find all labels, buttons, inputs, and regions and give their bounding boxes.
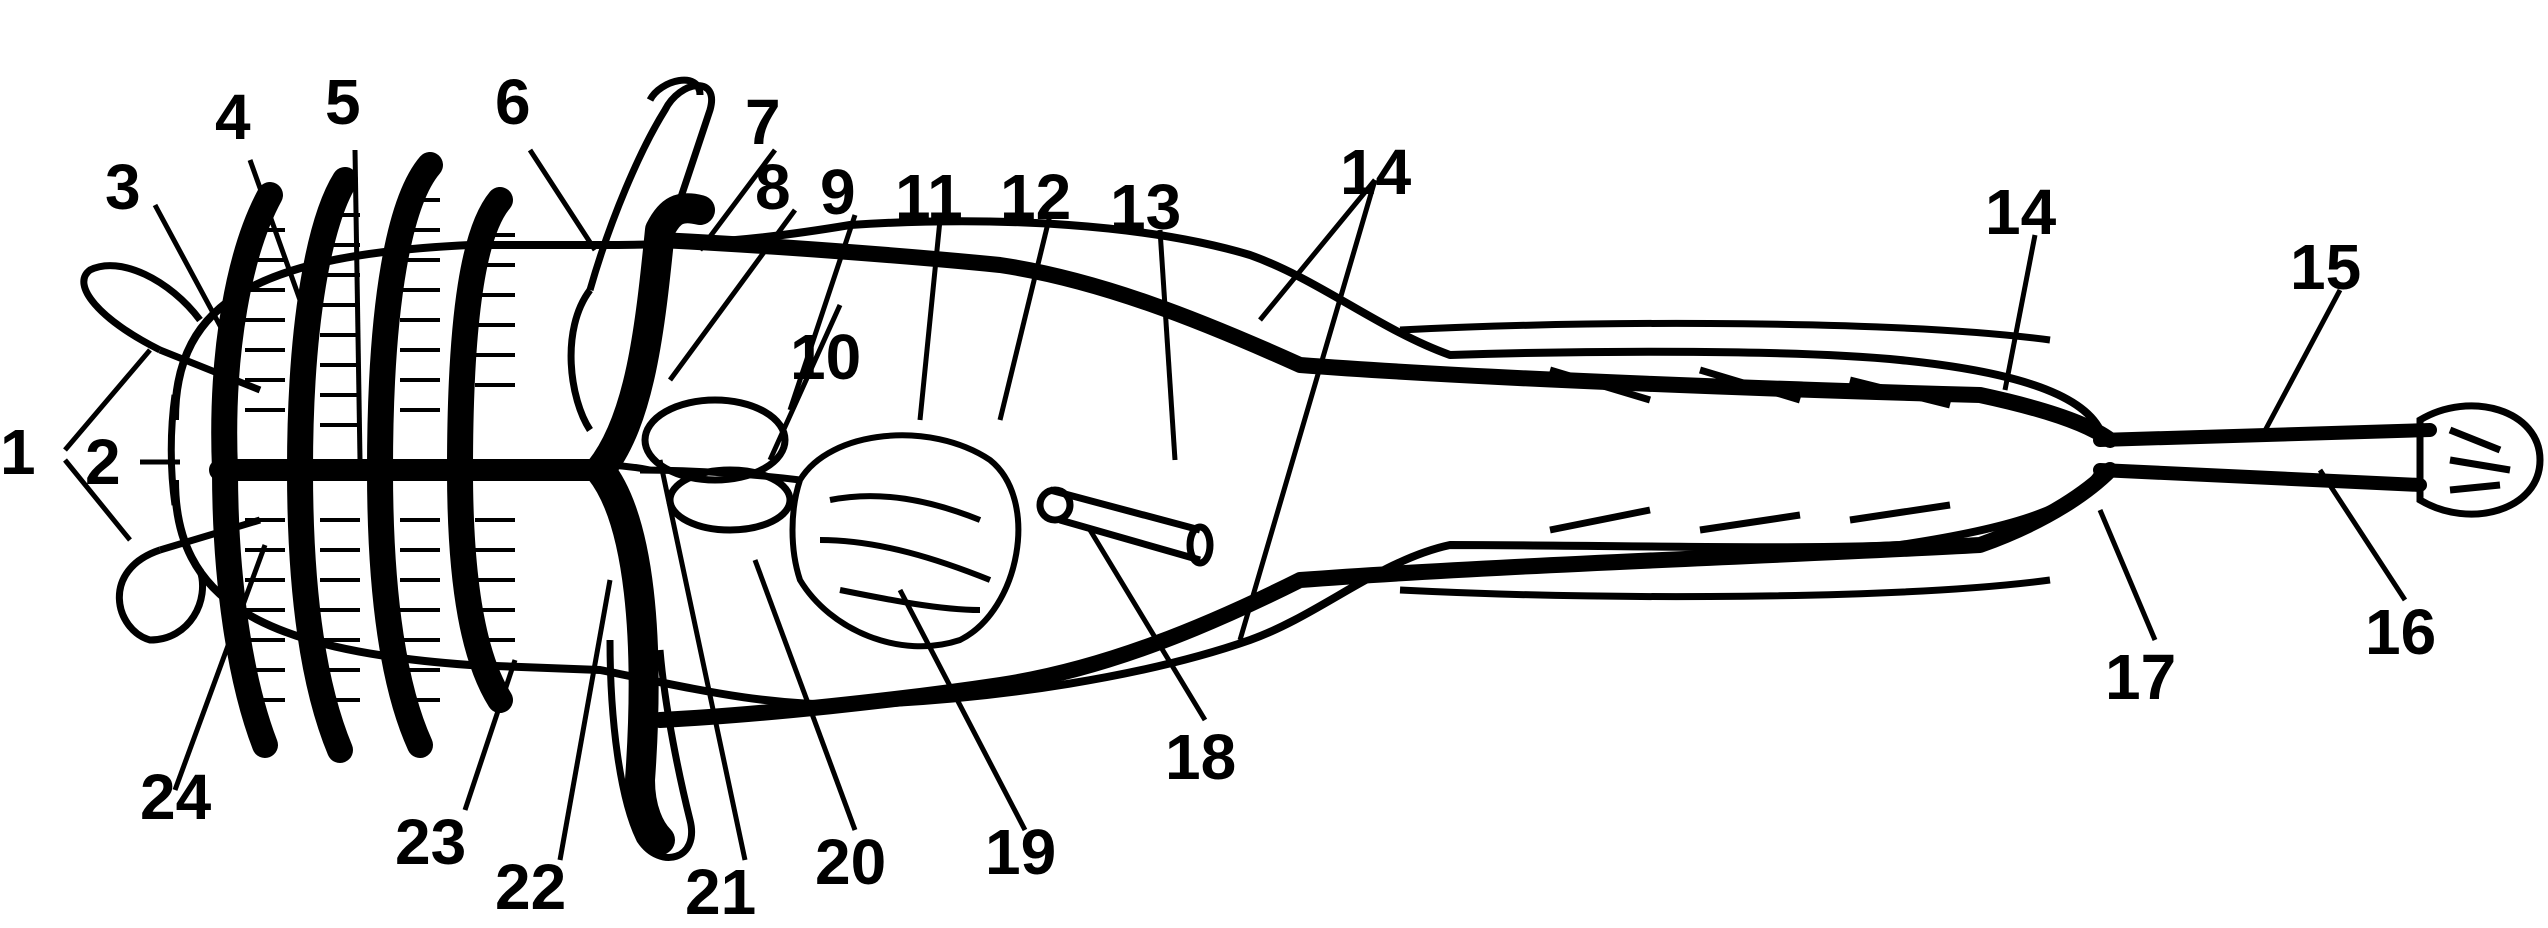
- label-16: 16: [2365, 596, 2437, 668]
- head-structures: [80, 262, 262, 644]
- label-2: 2: [85, 426, 121, 498]
- lower-appendage: [606, 639, 696, 861]
- label-19: 19: [985, 816, 1057, 888]
- label-13: 13: [1110, 171, 1182, 243]
- label-24: 24: [140, 761, 212, 833]
- label-4: 4: [215, 81, 251, 153]
- gill-arches-upper: [211, 152, 513, 483]
- label-6: 6: [495, 66, 531, 138]
- label-9: 9: [820, 156, 856, 228]
- label-21: 21: [685, 856, 757, 928]
- label-20: 20: [815, 826, 887, 898]
- label-22: 22: [495, 851, 567, 923]
- label-14-center: 14: [1340, 136, 1412, 208]
- label-18: 18: [1165, 721, 1237, 793]
- label-12: 12: [1000, 161, 1072, 233]
- leader-lines: [63, 148, 2408, 861]
- label-11: 11: [895, 161, 963, 233]
- gill-filaments-lower: [245, 518, 515, 702]
- tail-structures: [1399, 319, 2544, 601]
- label-14-right: 14: [1985, 176, 2057, 248]
- label-7: 7: [745, 86, 781, 158]
- label-23: 23: [395, 806, 467, 878]
- label-3: 3: [105, 151, 141, 223]
- central-organ: [789, 432, 1022, 650]
- major-vessels: [209, 193, 2437, 855]
- gill-filaments-upper: [245, 198, 515, 427]
- label-10: 10: [790, 321, 862, 393]
- tube-18: [1036, 486, 1214, 567]
- upper-appendage: [567, 76, 716, 432]
- label-8: 8: [755, 151, 791, 223]
- label-15: 15: [2290, 231, 2362, 303]
- label-1: 1: [0, 416, 36, 488]
- label-5: 5: [325, 66, 361, 138]
- label-17: 17: [2105, 641, 2177, 713]
